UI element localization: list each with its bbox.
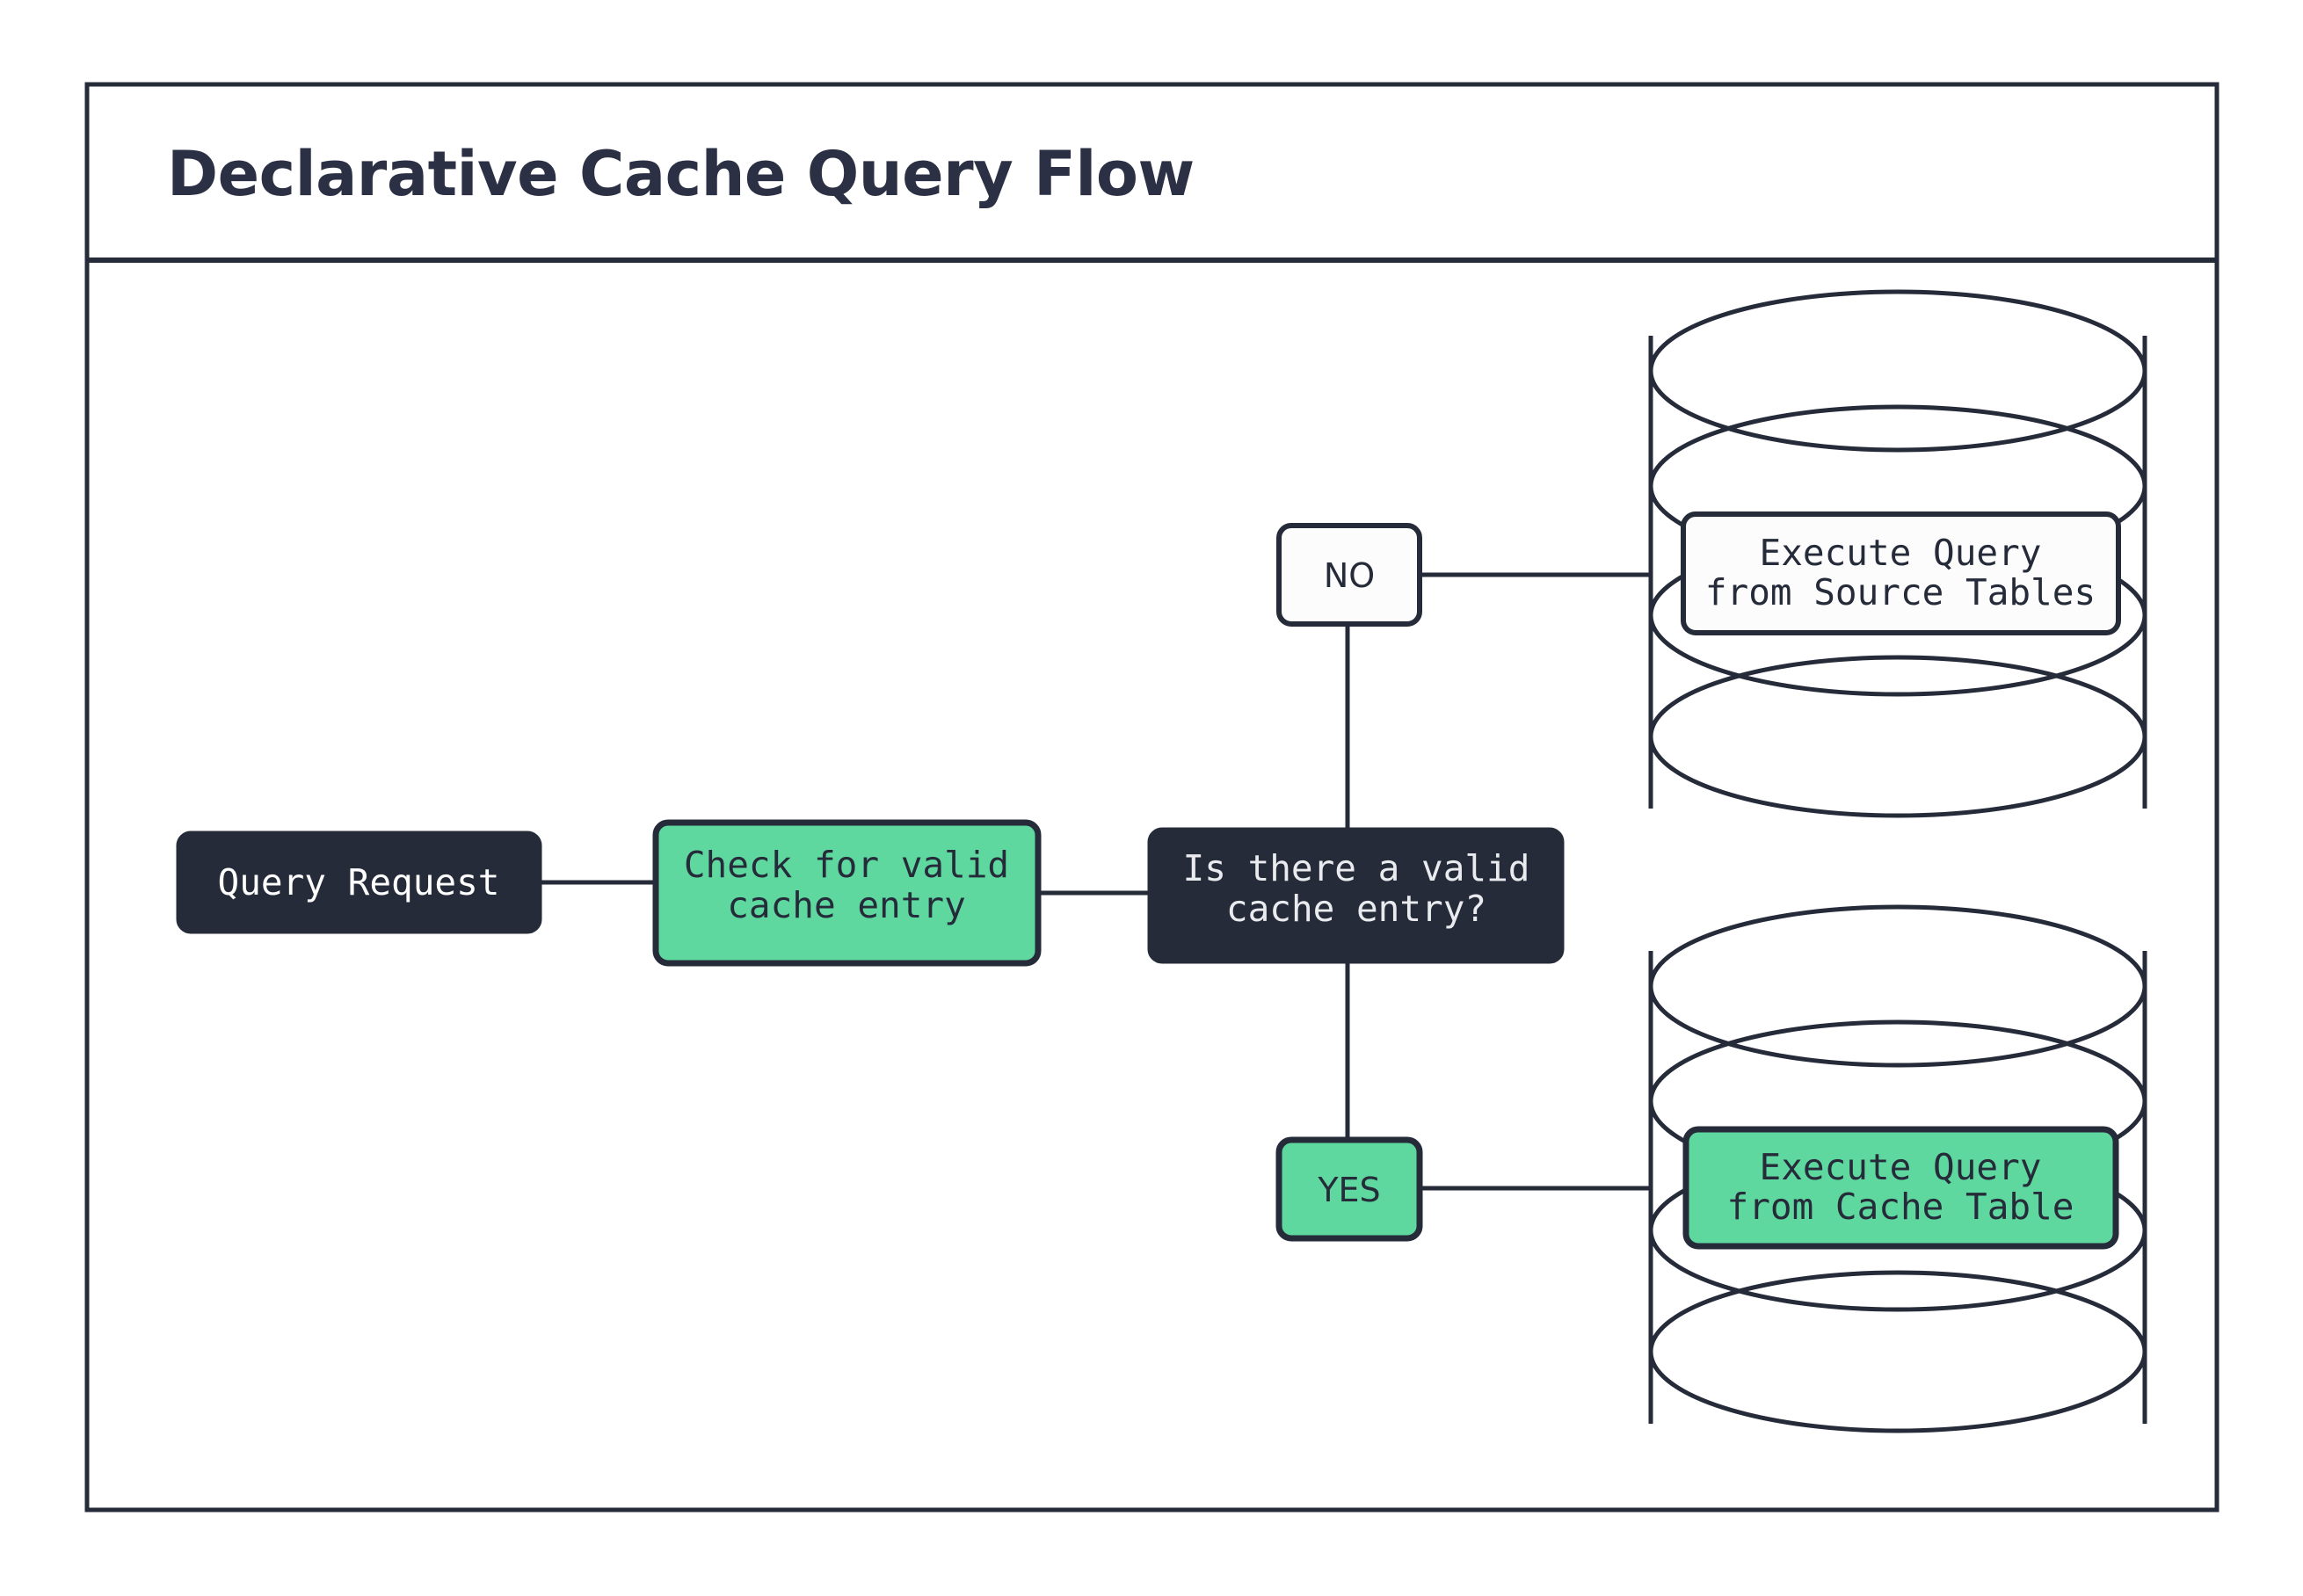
edge-label-no[interactable]: NO xyxy=(1276,523,1422,627)
cylinder-ring-1 xyxy=(1648,904,2147,1068)
check-cache-line1: Check for valid xyxy=(684,844,1009,886)
cache-db-label-box[interactable]: Execute Query from Cache Table xyxy=(1682,1126,2119,1250)
decision-line1: Is there a valid xyxy=(1183,847,1530,889)
node-decision-valid-cache[interactable]: Is there a valid cache entry? xyxy=(1147,827,1565,964)
cache-db-line2: from Cache Table xyxy=(1727,1186,2074,1228)
yes-label-text: YES xyxy=(1317,1171,1380,1209)
cylinder-ring-4 xyxy=(1648,655,2147,818)
cylinder-ring-1 xyxy=(1648,289,2147,453)
source-db-line2: from Source Tables xyxy=(1705,571,2096,613)
edge-label-yes[interactable]: YES xyxy=(1275,1136,1423,1242)
query-request-label: Query Request xyxy=(218,861,500,903)
no-label-text: NO xyxy=(1324,556,1375,595)
source-db-label-box[interactable]: Execute Query from Source Tables xyxy=(1681,511,2121,635)
node-query-request[interactable]: Query Request xyxy=(176,831,542,934)
source-db-line1: Execute Query xyxy=(1760,532,2042,574)
check-cache-line2: cache entry xyxy=(727,884,966,926)
cylinder-ring-4 xyxy=(1648,1270,2147,1433)
node-check-cache-entry[interactable]: Check for valid cache entry xyxy=(652,819,1042,967)
page-title: Declarative Cache Query Flow xyxy=(167,138,1195,210)
cache-db-line1: Execute Query xyxy=(1760,1146,2042,1188)
decision-line2: cache entry? xyxy=(1226,888,1486,930)
